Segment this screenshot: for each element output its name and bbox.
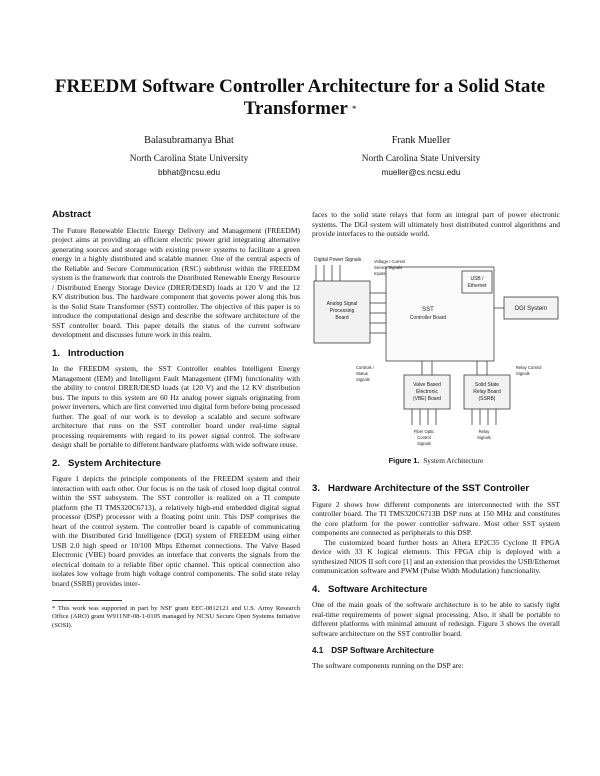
section-title: Software Architecture bbox=[328, 583, 428, 595]
label-control-status: Status bbox=[356, 371, 368, 376]
paragraph: The software components running on the D… bbox=[312, 660, 464, 670]
section-heading-system-architecture: 2. System Architecture bbox=[52, 457, 300, 469]
label-relay-signals: Signals bbox=[477, 435, 491, 440]
subsection-number: 4.1 bbox=[312, 646, 324, 655]
label-vbe: Electronic bbox=[416, 389, 438, 395]
section-number: 3. bbox=[312, 483, 321, 494]
label-analog-board: Analog Signal bbox=[327, 301, 358, 307]
abstract-text: The Future Renewable Electric Energy Del… bbox=[52, 225, 300, 340]
author-affiliation: North Carolina State University bbox=[129, 154, 249, 164]
label-sensor-inputs: Sensor Signals bbox=[374, 265, 402, 270]
footnote-rule bbox=[52, 600, 122, 601]
figure-caption: Figure 1. System Architecture bbox=[312, 456, 560, 465]
system-architecture-diagram: Digital Power Signals Analog Signal Proc… bbox=[313, 257, 559, 446]
label-sensor-inputs: Inputs bbox=[374, 271, 385, 276]
vbe-box bbox=[403, 374, 451, 410]
label-fiber-optic: Control bbox=[417, 435, 431, 440]
abstract-heading: Abstract bbox=[52, 209, 91, 220]
figure-system-architecture: Digital Power Signals Analog Signal Proc… bbox=[312, 253, 560, 463]
author-2: Frank Mueller North Carolina State Unive… bbox=[311, 134, 531, 179]
label-control-status: Signals bbox=[356, 377, 370, 382]
label-sst: SST bbox=[422, 307, 434, 313]
label-relay-control: Relay Control bbox=[516, 365, 541, 370]
right-column-bottom: 3. Hardware Architecture of the SST Contr… bbox=[312, 484, 560, 670]
paragraph: faces to the solid state relays that for… bbox=[312, 210, 560, 238]
paragraph: One of the main goals of the software ar… bbox=[312, 600, 560, 638]
author-name: Frank Mueller bbox=[391, 135, 451, 146]
label-digital-power-signals: Digital Power Signals bbox=[314, 257, 362, 263]
author-1: Balasubramanya Bhat North Carolina State… bbox=[79, 134, 299, 179]
author-email[interactable]: bbhat@ncsu.edu bbox=[157, 168, 221, 177]
ssrb-box bbox=[463, 374, 511, 410]
paragraph: Figure 1 depicts the principle component… bbox=[52, 474, 300, 588]
analog-board-box bbox=[313, 280, 371, 344]
section-heading-introduction: 1. Introduction bbox=[52, 347, 300, 359]
paragraph: The customized board further hosts an Al… bbox=[312, 537, 560, 576]
section-title: System Architecture bbox=[68, 457, 161, 469]
paper-title: FREEDM Software Controller Architecture … bbox=[40, 76, 560, 120]
author-name: Balasubramanya Bhat bbox=[144, 135, 234, 146]
label-ssrb: Relay Board bbox=[473, 389, 501, 395]
section-number: 1. bbox=[52, 347, 61, 359]
label-ethernet: Ethernet bbox=[468, 283, 488, 289]
subsection-heading-dsp: 4.1 DSP Software Architecture bbox=[312, 646, 560, 656]
caption-label: Figure 1. bbox=[388, 456, 420, 465]
section-heading-software: 4. Software Architecture bbox=[312, 583, 560, 595]
label-sst-board: Controller Board bbox=[410, 315, 447, 321]
paragraph: Figure 2 shows how different components … bbox=[312, 499, 560, 538]
label-fiber-optic: Signals bbox=[417, 441, 431, 446]
label-usb: USB / bbox=[470, 276, 484, 282]
right-column-top: faces to the solid state relays that for… bbox=[312, 210, 560, 239]
label-relay-signals: Relay bbox=[479, 429, 491, 434]
section-heading-hardware: 3. Hardware Architecture of the SST Contr… bbox=[312, 484, 560, 494]
label-ssrb: Solid State bbox=[475, 382, 499, 388]
label-fiber-optic: Fiber Optic bbox=[414, 429, 434, 434]
author-affiliation: North Carolina State University bbox=[361, 154, 481, 164]
section-title: Introduction bbox=[68, 347, 124, 359]
caption-text: System Architecture bbox=[423, 456, 484, 465]
label-relay-control: Signals bbox=[516, 371, 530, 376]
label-vbe: (VBE) Board bbox=[413, 396, 441, 402]
label-sensor-inputs: Voltage / Current bbox=[374, 259, 406, 264]
sst-board-box bbox=[385, 266, 495, 362]
label-ssrb: (SSRB) bbox=[479, 396, 496, 402]
label-analog-board: Board bbox=[335, 315, 349, 321]
title-footnote-mark: * bbox=[351, 104, 357, 114]
section-number: 2. bbox=[52, 457, 61, 469]
usb-ethernet-box bbox=[461, 270, 493, 294]
paper-title-text: FREEDM Software Controller Architecture … bbox=[54, 76, 546, 119]
label-dgi: DGI System bbox=[515, 306, 547, 312]
paragraph: In the FREEDM system, the SST Controller… bbox=[52, 364, 300, 449]
subsection-title: DSP Software Architecture bbox=[331, 646, 434, 655]
label-analog-board: Processing bbox=[330, 308, 355, 314]
author-email[interactable]: mueller@cs.ncsu.edu bbox=[381, 168, 461, 177]
left-column: Abstract The Future Renewable Electric E… bbox=[52, 210, 300, 630]
label-control-status: Controls / bbox=[356, 365, 375, 370]
label-vbe: Valve Based bbox=[413, 382, 441, 388]
section-title: Hardware Architecture of the SST Control… bbox=[328, 483, 530, 494]
footnote: * This work was supported in part by NSF… bbox=[52, 605, 300, 629]
section-number: 4. bbox=[312, 583, 321, 595]
